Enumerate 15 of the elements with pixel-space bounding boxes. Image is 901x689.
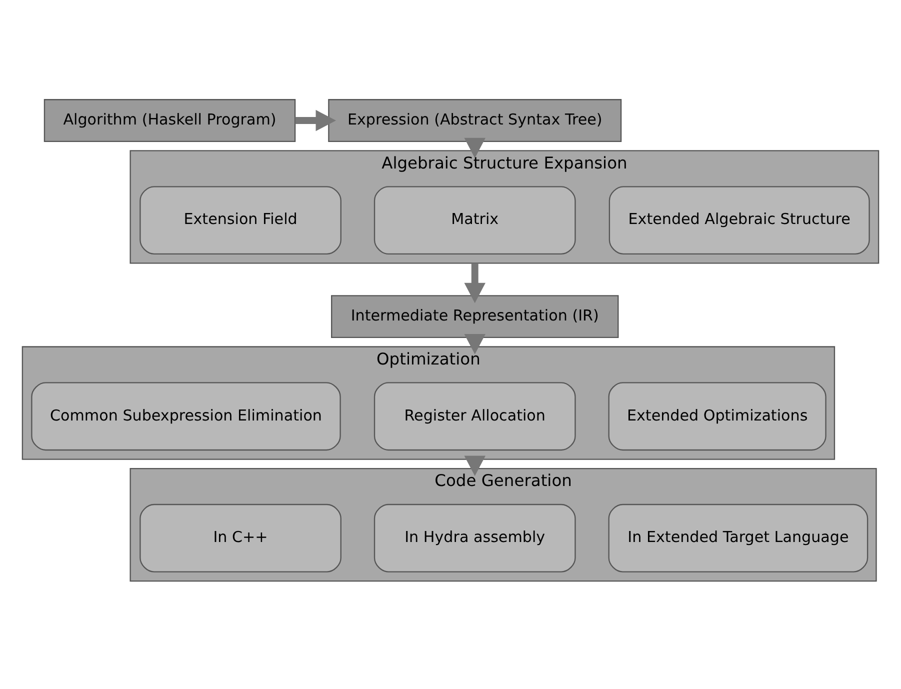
node-box: Extended Algebraic Structure [608, 186, 870, 254]
node-box: In Hydra assembly [374, 503, 576, 572]
arrow [464, 455, 486, 476]
arrow [464, 137, 486, 158]
node-box: Register Allocation [374, 382, 576, 450]
arrow [295, 109, 336, 131]
node-box: In Extended Target Language [608, 503, 868, 572]
node-box: In C++ [140, 503, 342, 572]
arrow [464, 262, 486, 303]
node-box: Extension Field [140, 186, 342, 254]
arrow [464, 333, 486, 354]
node-box: Matrix [374, 186, 576, 254]
node-box: Algorithm (Haskell Program) [44, 98, 296, 142]
node-box: Common Subexpression Elimination [31, 382, 341, 450]
node-box: Extended Optimizations [608, 382, 826, 450]
